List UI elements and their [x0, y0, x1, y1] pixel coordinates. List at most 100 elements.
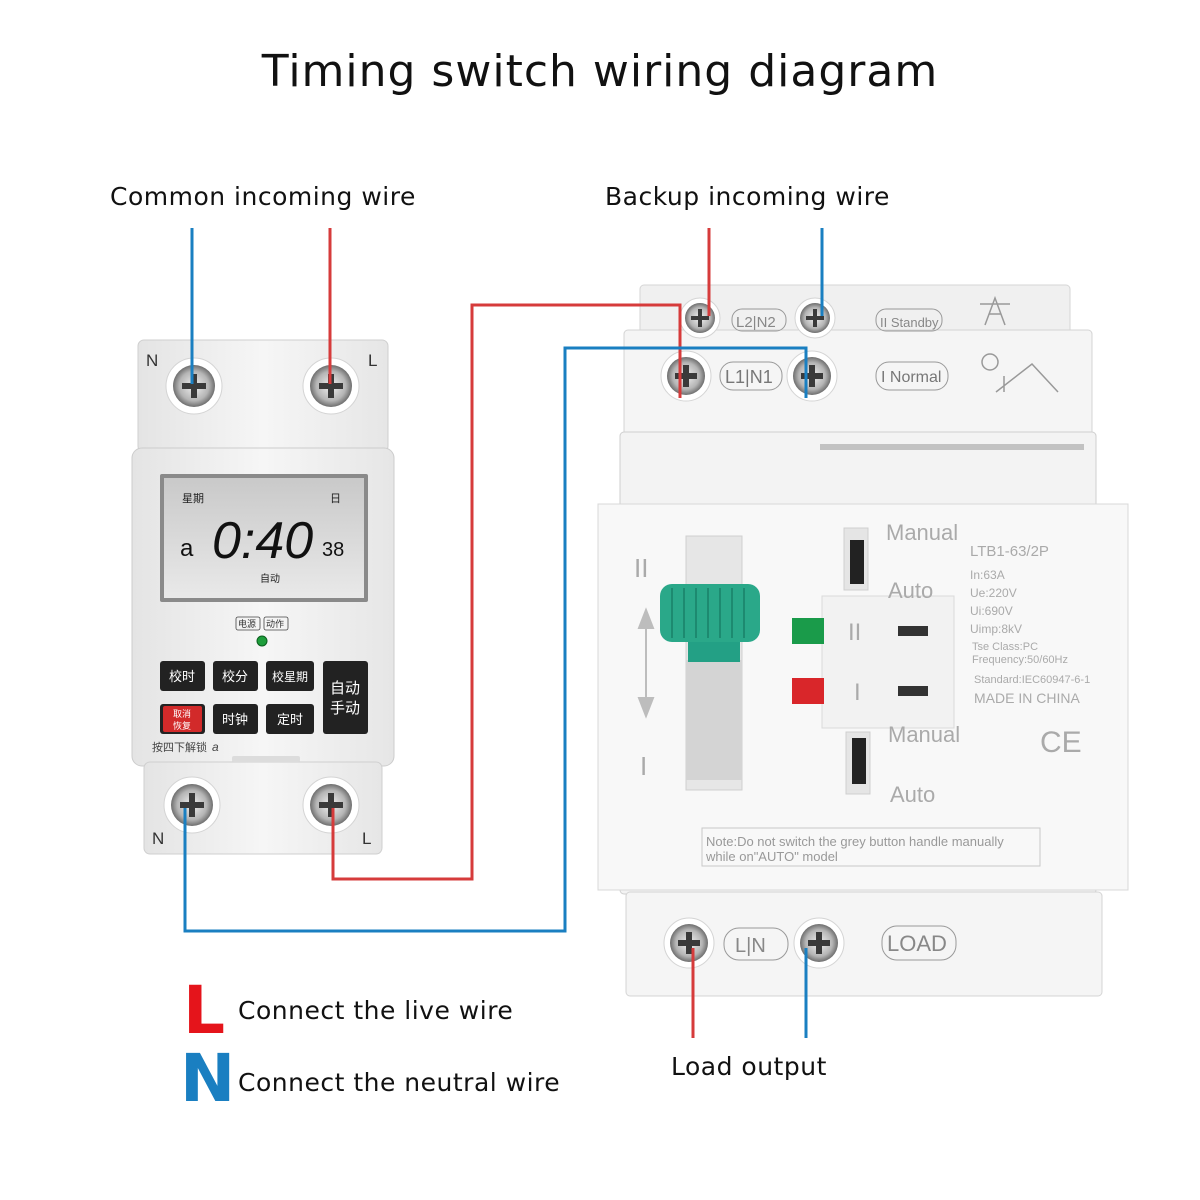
power-tower-icon — [980, 295, 1010, 326]
auto-lower-label: Auto — [890, 782, 935, 807]
btn-restore-label: 恢复 — [173, 720, 191, 731]
terminal-load-box — [723, 927, 789, 961]
wires — [183, 228, 824, 1038]
indicator-power-label: 电源 — [238, 618, 256, 629]
rotary-handle[interactable] — [660, 584, 760, 642]
label-standby: II Standby — [880, 315, 939, 330]
wire-timer-n-to-ats-n1 — [183, 346, 808, 933]
indicator-power-box — [235, 616, 261, 631]
callout-common-incoming: Common incoming wire — [110, 182, 416, 211]
terminal-normal-label: L1|N1 — [725, 367, 773, 387]
timer-terminal-label-l-top: L — [368, 351, 377, 370]
ats-bottom-base — [625, 891, 1103, 997]
label-normal-box — [875, 361, 949, 391]
spec-in: In:63A — [970, 568, 1005, 582]
lcd-time: 0:40 — [212, 512, 313, 570]
page-title: Timing switch wiring diagram — [261, 46, 939, 97]
indicator-lower-label: I — [854, 679, 861, 706]
spec-uimp: Uimp:8kV — [970, 622, 1022, 636]
btn-clock[interactable]: 时钟 — [213, 704, 258, 734]
screw-icon[interactable] — [663, 917, 715, 969]
spec-ui: Ui:690V — [970, 604, 1013, 618]
callout-load-output: Load output — [671, 1052, 827, 1081]
indicator-lower-red — [792, 678, 824, 704]
timer-terminal-label-l-bottom: L — [362, 829, 371, 848]
handle-label-upper: II — [634, 553, 648, 583]
lcd-seconds: 38 — [322, 539, 344, 561]
terminal-load-label: L|N — [735, 935, 766, 957]
btn-week-label: 校星期 — [272, 669, 308, 684]
terminal-standby-box — [731, 308, 787, 332]
lower-mode-switch[interactable] — [845, 731, 871, 795]
indicator-action-box — [263, 616, 289, 631]
ats-top-groove — [820, 444, 1084, 450]
timer-device: N L N L 星期 日 a 0:40 38 自动 电源 动作 校时 校分 校星… — [131, 339, 395, 855]
ats-device: L2|N2 II Standby L1|N1 I Normal II I Man… — [597, 284, 1129, 997]
unlock-icon: a — [212, 740, 219, 754]
unlock-hint: 按四下解锁 — [152, 740, 207, 754]
lcd-day-label: 日 — [330, 493, 341, 505]
indicator-upper-slot — [898, 626, 928, 636]
lcd-mode: 自动 — [260, 572, 280, 585]
btn-hour-label: 校时 — [169, 669, 195, 684]
btn-cancel-label: 取消 — [173, 708, 191, 719]
terminal-standby-label: L2|N2 — [736, 314, 776, 331]
handle-track-shadow — [686, 660, 742, 780]
power-led-icon — [256, 635, 268, 647]
btn-manual-label: 手动 — [330, 700, 360, 717]
updown-arrow-icon — [637, 607, 655, 719]
screw-icon[interactable] — [679, 297, 721, 339]
note-box — [701, 827, 1041, 867]
spec-standard: Standard:IEC60947-6-1 — [974, 674, 1090, 686]
screw-icon[interactable] — [786, 350, 838, 402]
screw-icon[interactable] — [660, 350, 712, 402]
legend-neutral-letter: N — [180, 1040, 236, 1117]
spec-freq: Frequency:50/60Hz — [972, 654, 1068, 666]
handle-label-lower: I — [640, 751, 647, 781]
lcd-weekday-digit: a — [180, 535, 194, 562]
lcd-week-label: 星期 — [182, 492, 204, 505]
label-standby-box — [875, 308, 943, 332]
sun-house-icon — [981, 353, 1059, 393]
screw-icon[interactable] — [793, 917, 845, 969]
terminal-normal-box — [719, 361, 783, 391]
legend-neutral-text: Connect the neutral wire — [238, 1068, 561, 1097]
btn-timing[interactable]: 定时 — [266, 704, 314, 734]
manual-upper-label: Manual — [886, 520, 958, 545]
timer-divider — [232, 756, 300, 762]
screw-icon[interactable] — [163, 776, 221, 834]
upper-mode-switch[interactable] — [843, 527, 869, 591]
note-line-2: while on"AUTO" model — [705, 849, 838, 864]
timer-terminal-label-n-bottom: N — [152, 829, 164, 848]
label-load-box — [881, 925, 957, 961]
legend-live-letter: L — [183, 972, 226, 1049]
spec-made: MADE IN CHINA — [974, 690, 1080, 706]
btn-minute-label: 校分 — [222, 669, 248, 684]
timer-terminal-label-n-top: N — [146, 351, 158, 370]
note-line-1: Note:Do not switch the grey button handl… — [706, 834, 1004, 849]
btn-minute[interactable]: 校分 — [213, 661, 258, 691]
mode-panel — [821, 595, 955, 729]
screw-icon[interactable] — [794, 297, 836, 339]
screw-icon[interactable] — [302, 776, 360, 834]
wire-timer-l-to-ats-l1 — [331, 303, 682, 881]
indicator-upper-green — [792, 618, 824, 644]
indicator-upper-label: II — [848, 619, 861, 646]
btn-auto-label: 自动 — [330, 680, 360, 697]
btn-week[interactable]: 校星期 — [266, 661, 314, 691]
indicator-lower-slot — [898, 686, 928, 696]
btn-hour[interactable]: 校时 — [160, 661, 205, 691]
btn-timing-label: 定时 — [277, 712, 303, 727]
spec-tse: Tse Class:PC — [972, 641, 1038, 653]
screw-icon[interactable] — [165, 357, 223, 415]
screw-icon[interactable] — [302, 357, 360, 415]
callout-backup-incoming: Backup incoming wire — [605, 182, 890, 211]
btn-clock-label: 时钟 — [222, 712, 248, 727]
label-normal: I Normal — [881, 369, 941, 386]
spec-ue: Ue:220V — [970, 586, 1017, 600]
auto-upper-label: Auto — [888, 578, 933, 603]
spec-model: LTB1-63/2P — [970, 543, 1049, 560]
